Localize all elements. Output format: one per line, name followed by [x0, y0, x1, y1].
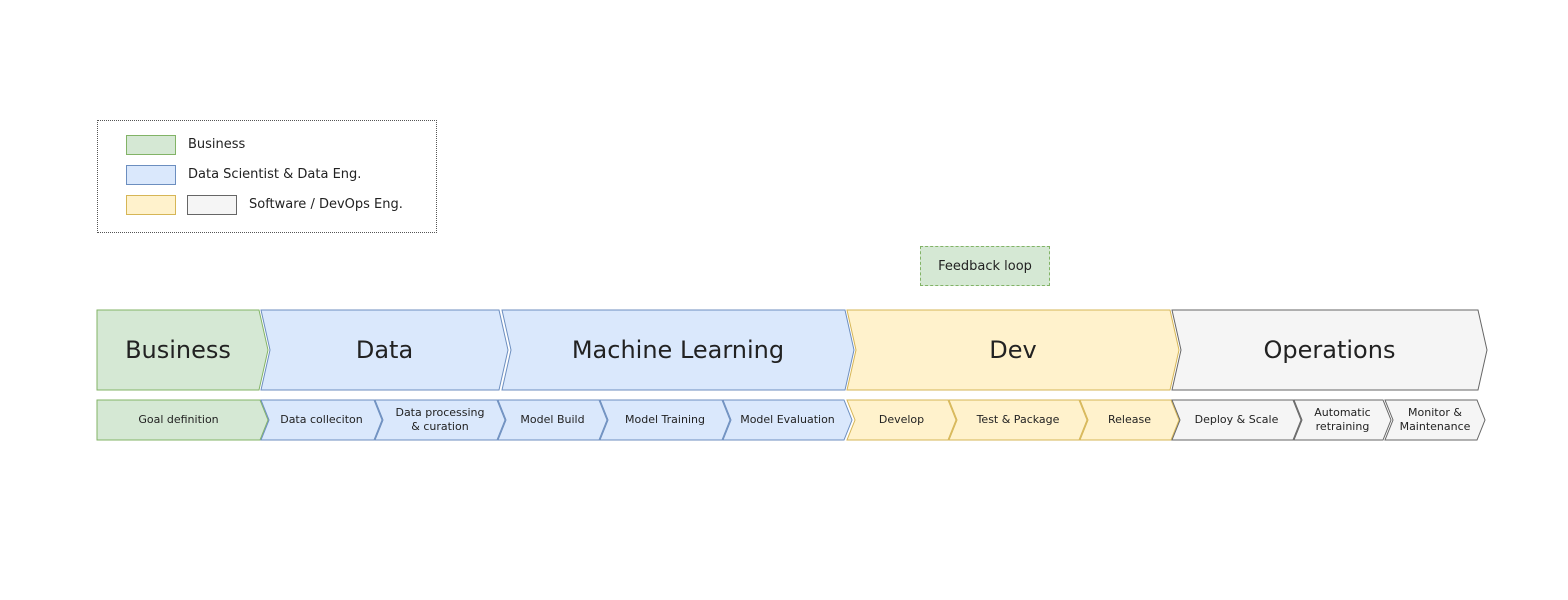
step-chevron-10	[1293, 399, 1392, 441]
phase-chevron-0	[96, 309, 269, 391]
feedback-loop-label: Feedback loop	[938, 258, 1032, 274]
phase-chevron-1	[260, 309, 509, 391]
step-chevron-1	[260, 399, 383, 441]
phase-chevron-3	[846, 309, 1180, 391]
step-chevron-4	[599, 399, 731, 441]
legend-label-software: Software / DevOps Eng.	[249, 197, 403, 212]
legend-swatch-dev	[126, 195, 176, 215]
step-chevron-9	[1171, 399, 1302, 441]
legend-label-data: Data Scientist & Data Eng.	[188, 167, 362, 182]
legend-swatch-data	[126, 165, 176, 185]
step-chevron-7	[948, 399, 1088, 441]
step-chevron-2	[374, 399, 506, 441]
legend-swatch-ops	[187, 195, 237, 215]
step-chevron-3	[497, 399, 608, 441]
legend: Business Data Scientist & Data Eng. Soft…	[97, 120, 437, 233]
phase-chevron-4	[1171, 309, 1488, 391]
legend-label-business: Business	[188, 137, 246, 152]
step-chevron-6	[846, 399, 957, 441]
step-chevron-5	[722, 399, 853, 441]
legend-swatch-business	[126, 135, 176, 155]
step-chevron-8	[1079, 399, 1180, 441]
phase-chevron-2	[501, 309, 855, 391]
feedback-loop-box: Feedback loop	[920, 246, 1050, 286]
step-chevron-0	[96, 399, 269, 441]
step-chevron-11	[1384, 399, 1486, 441]
